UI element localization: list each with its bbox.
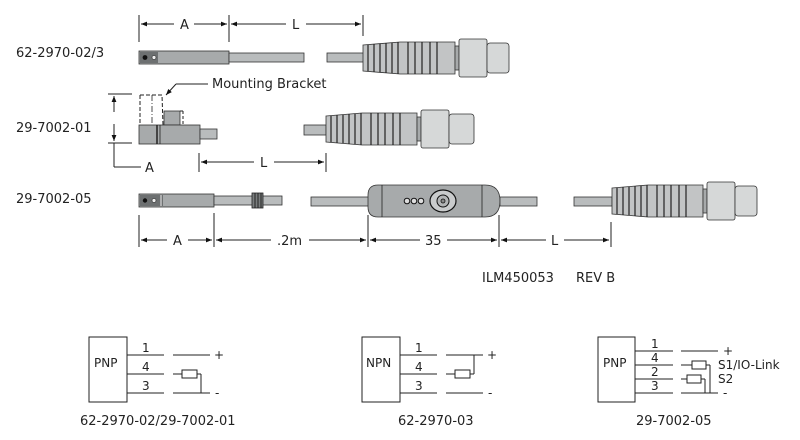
m8-connector [611,181,758,221]
dimension-l-label: L [260,156,268,171]
output-type-label: NPN [366,356,391,370]
part-number-label: 29-7002-01 [16,121,92,136]
dimension-cable-label: .2m [277,234,302,249]
pin-label: 4 [651,351,659,365]
dimension-a-label: A [173,234,182,249]
sensor-box [597,336,636,403]
dimension-a-label: A [145,161,154,176]
mounting-bracket-label: Mounting Bracket [212,77,327,92]
cable [310,196,372,207]
plus-terminal: + [487,348,497,362]
cable [228,52,305,63]
dimension-l: L [231,15,364,36]
wiring-diagram-pnp-io-link: PNP 1 4 2 3 + S1/IO-Link S2 - 29-7002-05 [597,336,780,429]
pin-label: 4 [415,360,423,374]
pin-label: 1 [651,337,659,351]
wiring-caption: 62-2970-02/29-7002-01 [80,414,235,429]
wiring-caption: 29-7002-05 [636,414,712,429]
plus-terminal: + [214,348,224,362]
dimension-a: A [108,93,154,176]
dimension-a-label: A [180,18,189,33]
dimension-cable: .2m [216,215,369,249]
revision-label: REV B [576,271,615,286]
part-number-label: 29-7002-05 [16,192,92,207]
output-type-label: PNP [94,356,117,370]
sensor-box [88,336,128,403]
part-number-label: 62-2970-02/3 [16,46,104,61]
pin-label: 3 [651,379,659,393]
dimension-a: A [138,15,230,42]
mounting-bracket-callout: Mounting Bracket [165,77,327,96]
pin-label: 3 [415,379,423,393]
dimension-l-label: L [292,18,300,33]
product-29-7002-01: 29-7002-01 Mounting Bracket A [16,77,475,176]
s1-io-link-label: S1/IO-Link [718,358,780,372]
sensor-body [138,193,215,208]
dimension-module-label: 35 [425,234,442,249]
minus-terminal: - [215,386,219,400]
dimension-l-label: L [551,234,559,249]
m8-connector [325,109,475,149]
product-29-7002-05: 29-7002-05 [16,181,758,249]
wiring-diagram-npn: NPN 1 4 3 + - 62-2970-03 [361,336,497,429]
cable [303,124,327,136]
product-62-2970-02-3: 62-2970-02/3 A L [16,15,510,78]
cable [213,195,283,206]
plus-terminal: + [723,344,733,358]
pin-label: 1 [415,341,423,355]
cable-marker-sleeve [251,192,264,209]
wiring-caption: 62-2970-03 [398,414,474,429]
minus-terminal: - [488,386,492,400]
sensor-body [138,124,201,145]
pin-label: 1 [142,341,150,355]
dimension-module: 35 [370,215,500,249]
cable [326,52,366,63]
cable [199,128,218,140]
wiring-diagram-pnp-1: PNP 1 4 3 + - 62-2970-02/29-7002-01 [80,336,235,429]
sensor-box [361,336,401,403]
cable [499,196,538,207]
document-id: ILM450053 [482,271,554,286]
pin-label: 2 [651,365,659,379]
output-type-label: PNP [603,356,626,370]
pin-label: 3 [142,379,150,393]
io-link-module [367,184,501,218]
dimension-l: L [501,222,612,249]
minus-terminal: - [723,386,727,400]
dimension-a: A [138,213,215,249]
dimension-l: L [198,153,327,172]
sensor-body [138,50,230,65]
m8-connector [362,38,510,78]
pin-label: 4 [142,360,150,374]
s2-label: S2 [718,372,733,386]
mounting-bracket [139,94,184,126]
cable [573,196,613,207]
